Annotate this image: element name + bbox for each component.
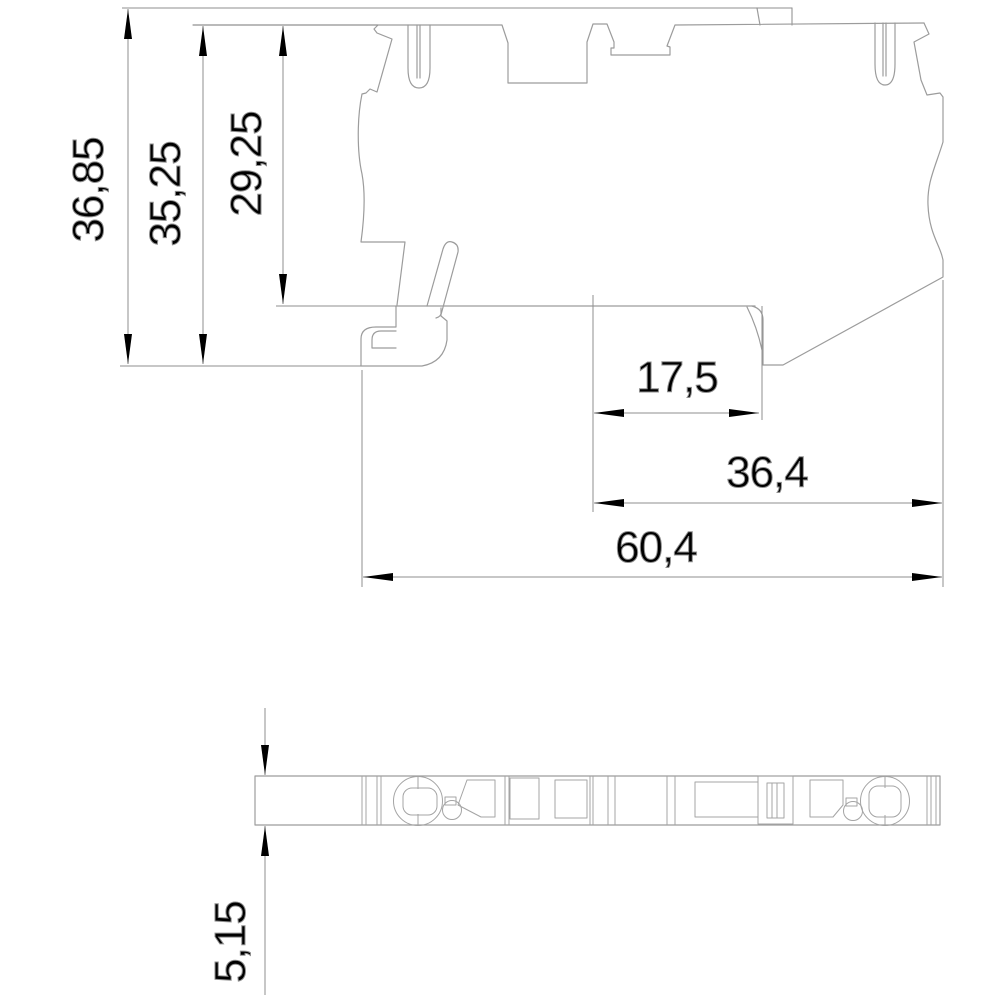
arrow-left-icon xyxy=(363,573,393,581)
release-lever-pin xyxy=(426,241,459,319)
left-latch-tab xyxy=(444,796,457,806)
pocket-3 xyxy=(694,781,759,818)
dim-label-body-height: 35,25 xyxy=(141,141,190,246)
dim-body-height: 35,25 xyxy=(141,26,207,364)
arrow-left-icon xyxy=(594,499,624,507)
arrow-right-icon xyxy=(912,499,942,507)
dim-label-base-thickness: 5,15 xyxy=(206,901,255,983)
left-edge-outline xyxy=(357,24,406,306)
strip-outline xyxy=(254,775,941,826)
pocket-1 xyxy=(509,777,540,820)
left-latch-detail xyxy=(442,800,462,820)
arrow-up-icon xyxy=(279,26,287,56)
dim-label-notch-width: 17,5 xyxy=(636,353,718,402)
top-tab-outline xyxy=(756,7,793,26)
dim-label-total-width: 60,4 xyxy=(615,523,697,572)
jumper-shaft xyxy=(757,775,794,825)
pocket-2 xyxy=(554,779,588,819)
dim-upper-body-height: 29,25 xyxy=(222,26,287,304)
dim-label-upper-body-height: 29,25 xyxy=(222,111,271,216)
left-pocket xyxy=(457,779,496,818)
dim-base-thickness: 5,15 xyxy=(206,708,269,995)
right-clamp-slot xyxy=(874,22,896,86)
footprint-view xyxy=(254,775,941,826)
arrow-right-icon xyxy=(912,573,942,581)
right-edge-outline xyxy=(751,22,944,366)
right-clamp-opening xyxy=(843,776,910,826)
arrow-down-icon xyxy=(261,745,269,775)
strip-dividers xyxy=(361,776,932,825)
dim-label-upper-width: 36,4 xyxy=(726,448,808,497)
right-latch-tab xyxy=(845,797,858,807)
dim-label-total-height: 36,85 xyxy=(64,137,113,242)
arrow-left-icon xyxy=(594,409,624,417)
dim-total-height: 36,85 xyxy=(64,9,132,364)
arrow-up-icon xyxy=(124,9,132,39)
arrow-down-icon xyxy=(124,334,132,364)
arrow-down-icon xyxy=(199,334,207,364)
top-surface-outline xyxy=(192,22,925,84)
arrow-up-icon xyxy=(261,826,269,856)
arrow-up-icon xyxy=(199,26,207,56)
left-clamp-opening xyxy=(393,776,462,826)
dimension-annotations: 36,85 35,25 29,25 17,5 36,4 xyxy=(64,7,944,995)
foot-hook-notch xyxy=(371,330,397,349)
mounting-foot-outline xyxy=(360,305,448,367)
dim-total-width: 60,4 xyxy=(363,523,942,581)
dim-notch-width: 17,5 xyxy=(594,353,759,417)
arrow-right-icon xyxy=(729,409,759,417)
notch-fillet-detail xyxy=(746,306,763,351)
side-profile-view xyxy=(192,7,944,367)
left-clamp-slot xyxy=(407,24,431,89)
dim-upper-width: 36,4 xyxy=(594,448,942,507)
right-pocket xyxy=(809,779,844,818)
arrow-down-icon xyxy=(279,274,287,304)
